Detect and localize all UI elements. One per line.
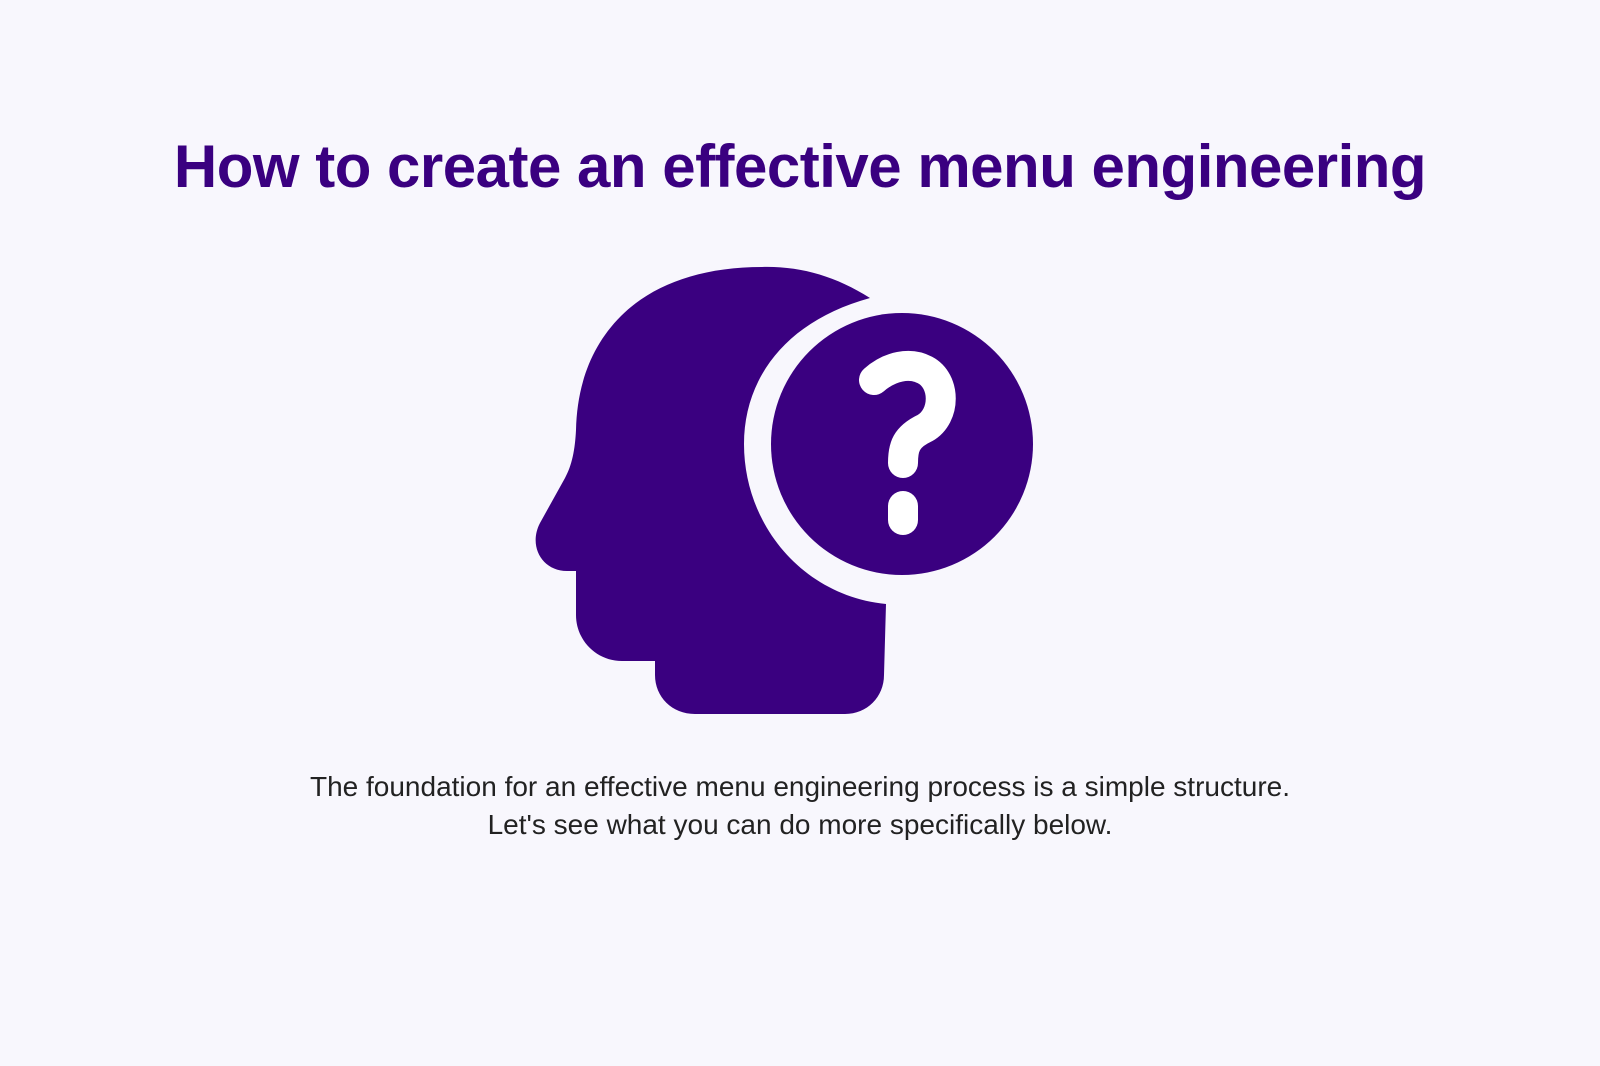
question-mark-icon [859,350,956,478]
head-silhouette [535,266,886,714]
description-text: The foundation for an effective menu eng… [309,771,1291,840]
page-title: How to create an effective menu engineer… [173,133,1427,200]
